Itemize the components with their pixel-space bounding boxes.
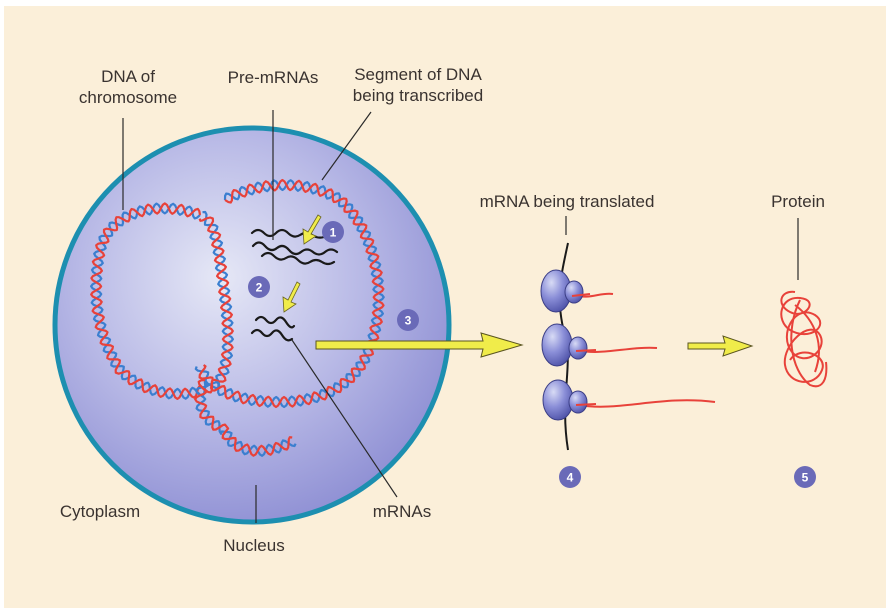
ribosome — [542, 379, 588, 421]
label-mrna-translated: mRNA being translated — [480, 192, 655, 211]
svg-text:4: 4 — [567, 471, 574, 485]
mrna-strand — [250, 328, 294, 342]
leader-lines — [122, 110, 799, 523]
ribosome — [541, 323, 588, 367]
label-dna-of-chromosome: chromosome — [79, 88, 177, 107]
arrow-export-icon — [315, 332, 524, 358]
dna-strand-blue — [194, 179, 385, 409]
mrna-strand — [254, 315, 296, 329]
label-protein: Protein — [771, 192, 825, 211]
ribosomes — [540, 269, 588, 421]
label-mrnas: mRNAs — [373, 502, 432, 521]
dna-strand-red — [198, 178, 385, 409]
step-badge-3: 3 — [397, 309, 419, 331]
label-nucleus: Nucleus — [223, 536, 284, 555]
svg-text:3: 3 — [405, 314, 412, 328]
step-badge-2: 2 — [248, 276, 270, 298]
nucleus-membrane — [52, 125, 452, 525]
labels: DNA of chromosome Pre-mRNAs Segment of D… — [60, 65, 825, 555]
polypeptide-chain — [577, 399, 716, 408]
arrow-step1-icon — [302, 214, 322, 245]
mrnas-nucleus — [250, 315, 296, 342]
dna-strand-red — [90, 202, 234, 400]
polypeptide-tips — [571, 293, 597, 406]
label-dna-of-chromosome: DNA of — [101, 67, 155, 86]
ribosome — [540, 269, 584, 313]
protein-folded — [780, 290, 828, 388]
step-badge-4: 4 — [559, 466, 581, 488]
dna-strand-red — [194, 378, 293, 457]
dna-chromosome — [89, 178, 385, 457]
svg-text:2: 2 — [256, 281, 263, 295]
pre-mrna-strand — [251, 241, 339, 256]
label-cytoplasm: Cytoplasm — [60, 502, 140, 521]
step-badge-5: 5 — [794, 466, 816, 488]
svg-text:1: 1 — [330, 226, 337, 240]
label-segment-dna: Segment of DNA — [354, 65, 482, 84]
arrow-folding-icon — [687, 335, 754, 357]
pre-mrna-strand — [260, 251, 336, 266]
label-segment-dna: being transcribed — [353, 86, 483, 105]
label-pre-mrnas: Pre-mRNAs — [228, 68, 319, 87]
svg-text:5: 5 — [802, 471, 809, 485]
step-badge-1: 1 — [322, 221, 344, 243]
leader-mrnas — [291, 339, 398, 498]
arrow-step2-icon — [282, 281, 301, 313]
leader-segment — [321, 111, 372, 181]
